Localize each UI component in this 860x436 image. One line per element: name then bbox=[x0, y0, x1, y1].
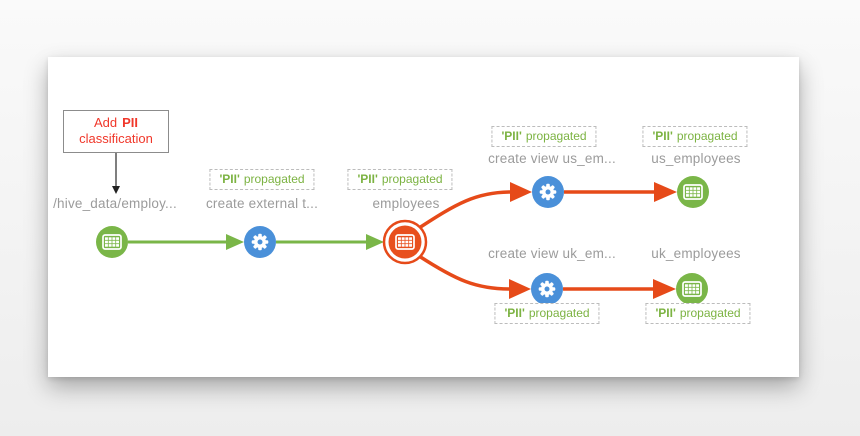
pii-tag: 'PII' bbox=[504, 306, 525, 320]
pii-tag: 'PII' bbox=[219, 172, 240, 186]
node-label-uk-employees: uk_employees bbox=[651, 246, 741, 261]
node-label-employees: employees bbox=[372, 196, 440, 211]
pii-propagated-badge: 'PII'propagated bbox=[209, 169, 315, 190]
edge-create-view-uk-to-uk-employees bbox=[563, 279, 676, 299]
node-uk-employees[interactable] bbox=[676, 273, 708, 305]
edge-create-view-us-to-us-employees bbox=[564, 182, 677, 202]
node-create-view-uk[interactable] bbox=[531, 273, 563, 305]
node-hive-path[interactable] bbox=[96, 226, 128, 258]
lineage-canvas: Add PII classification 'PII'propagated 'P… bbox=[48, 57, 799, 377]
gear-icon bbox=[539, 183, 557, 201]
edge-hivepath-to-create-external bbox=[128, 234, 244, 250]
pii-propagated-badge: 'PII'propagated bbox=[491, 126, 597, 147]
annotation-line2: classification bbox=[79, 131, 153, 146]
node-label-create-view-uk: create view uk_em... bbox=[488, 246, 616, 261]
node-label-hive-path: /hive_data/employ... bbox=[53, 196, 177, 211]
pii-propagated-badge: 'PII'propagated bbox=[645, 303, 751, 324]
pii-tag: 'PII' bbox=[501, 129, 522, 143]
edge-employees-to-create-view-uk bbox=[418, 254, 531, 299]
pii-tag: 'PII' bbox=[655, 306, 676, 320]
annotation-word: Add bbox=[93, 115, 118, 130]
edge-create-external-to-employees bbox=[276, 234, 384, 250]
edge-employees-to-create-view-us bbox=[418, 182, 532, 230]
node-create-view-us[interactable] bbox=[532, 176, 564, 208]
node-employees[interactable] bbox=[382, 219, 428, 265]
node-label-us-employees: us_employees bbox=[651, 151, 741, 166]
node-create-external-table[interactable] bbox=[244, 226, 276, 258]
node-label-create-view-us: create view us_em... bbox=[488, 151, 616, 166]
node-us-employees[interactable] bbox=[677, 176, 709, 208]
pii-tag: 'PII' bbox=[357, 172, 378, 186]
node-label-create-external: create external t... bbox=[205, 196, 319, 211]
annotation-box: Add PII classification bbox=[63, 110, 169, 153]
pii-propagated-badge: 'PII'propagated bbox=[642, 126, 748, 147]
pii-tag: 'PII' bbox=[652, 129, 673, 143]
pii-propagated-badge: 'PII'propagated bbox=[347, 169, 453, 190]
gear-icon bbox=[251, 233, 269, 251]
pii-propagated-badge: 'PII'propagated bbox=[494, 303, 600, 324]
annotation-arrow bbox=[112, 152, 120, 194]
gear-icon bbox=[538, 280, 556, 298]
annotation-word-bold: PII bbox=[122, 115, 139, 130]
lineage-graph bbox=[96, 152, 709, 305]
